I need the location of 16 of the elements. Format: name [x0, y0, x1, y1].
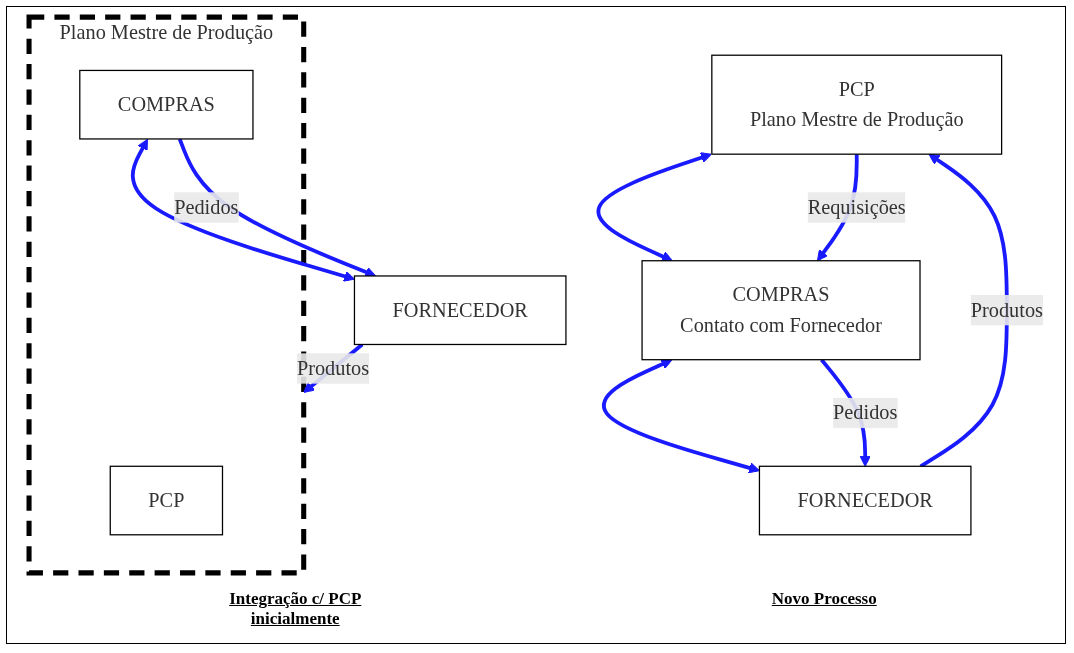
node-box: COMPRAS [79, 69, 254, 140]
edge-label: Pedidos [174, 196, 239, 218]
node-box: PCP Plano Mestre de Produção [711, 54, 1003, 155]
edge-label: Produtos [970, 298, 1043, 321]
edge-label: Requisições [807, 196, 906, 218]
arrow [130, 138, 355, 282]
panel-caption: Novo Processo [771, 589, 877, 610]
edge-label: Pedidos [833, 401, 898, 424]
arrow [596, 152, 712, 262]
node-box: FORNECEDOR [353, 275, 567, 346]
arrow [602, 359, 760, 474]
panel-caption: Integração c/ PCP inicialmente [228, 589, 363, 629]
node-box: COMPRAS Contato com Fornecedor [641, 260, 921, 361]
node-box: PCP [109, 465, 224, 536]
node-box: FORNECEDOR [758, 465, 972, 536]
arrow [919, 153, 1009, 468]
